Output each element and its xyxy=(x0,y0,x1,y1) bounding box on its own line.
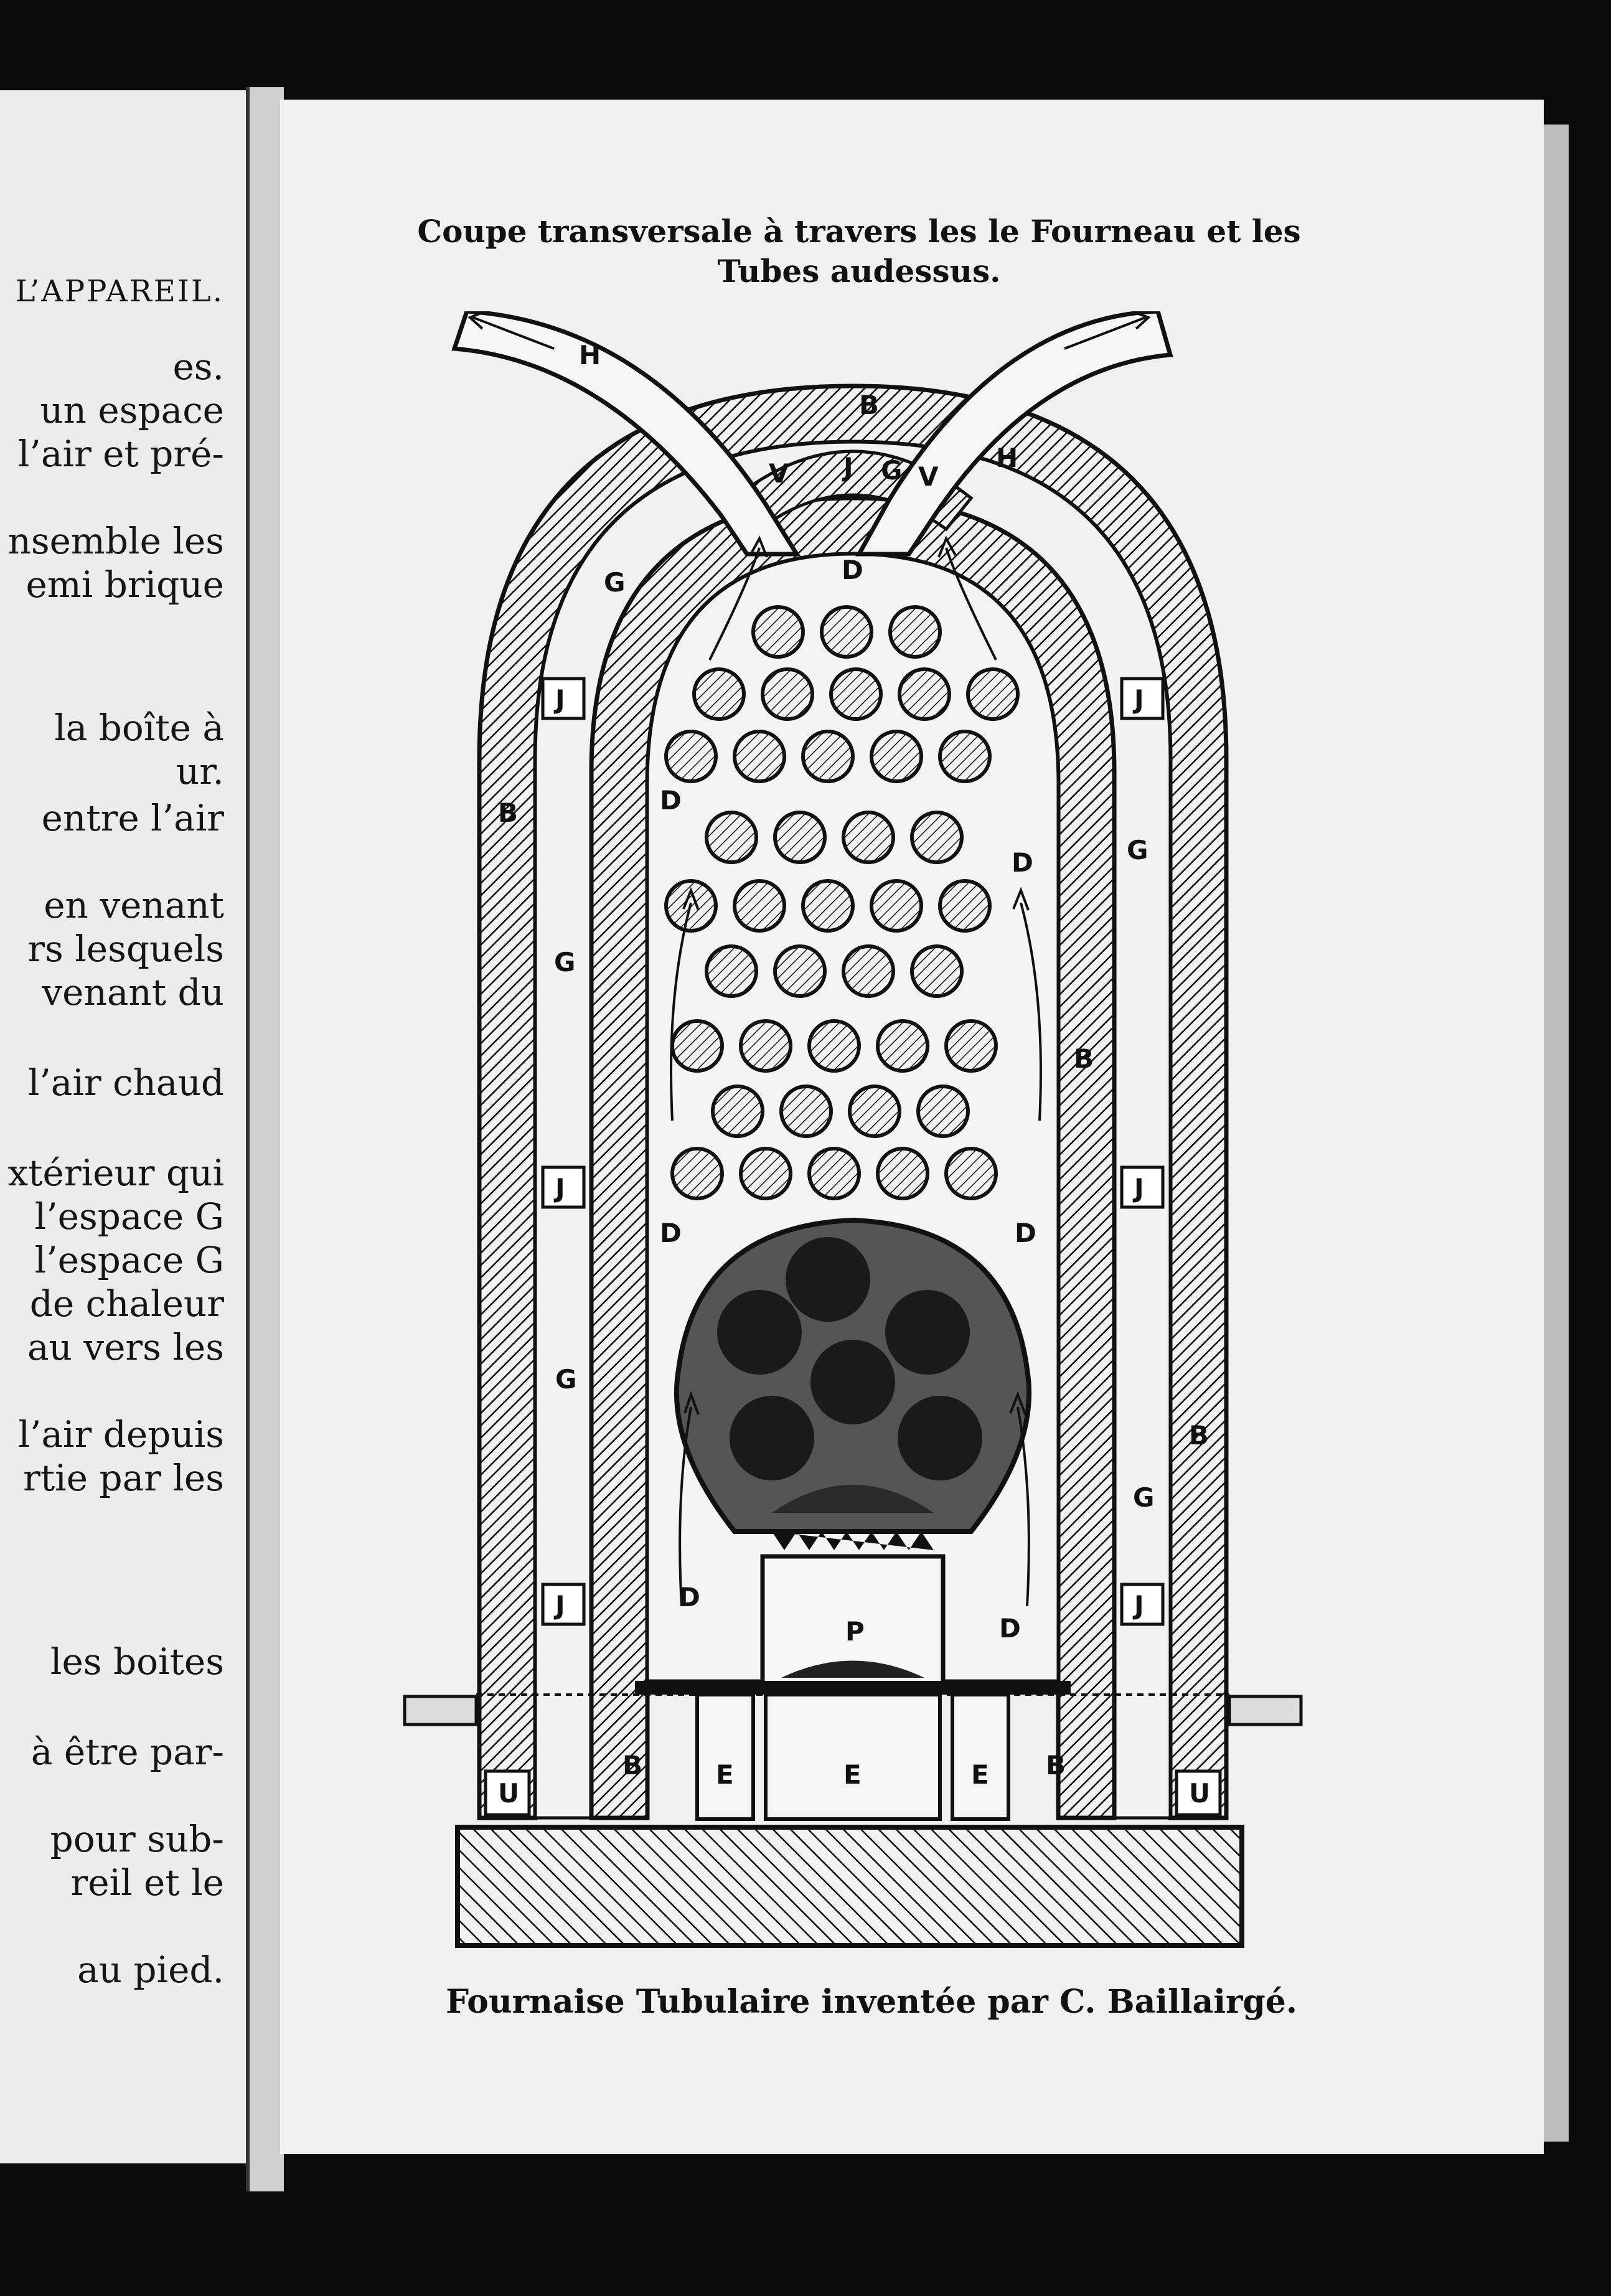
figure-caption: Fournaise Tubulaire inventée par C. Bail… xyxy=(446,1983,1297,2021)
label-j: J xyxy=(842,452,853,482)
air-inlet-e xyxy=(764,1693,942,1821)
label-b: B xyxy=(1046,1750,1066,1781)
label-b: B xyxy=(1074,1043,1094,1074)
label-j: J xyxy=(553,1590,565,1621)
label-d: D xyxy=(660,1218,682,1248)
label-d: D xyxy=(999,1613,1021,1644)
left-line: les boites xyxy=(50,1640,224,1683)
label-d: D xyxy=(1012,847,1033,878)
label-g: G xyxy=(1133,1482,1154,1513)
left-line: un espace xyxy=(40,389,224,431)
label-d: D xyxy=(679,1582,700,1612)
label-j: J xyxy=(553,1173,565,1203)
spacer-j xyxy=(541,677,586,720)
left-line: l’espace G xyxy=(34,1195,224,1238)
grate-bar xyxy=(635,1681,1071,1695)
label-d: D xyxy=(660,785,682,816)
spacer-j xyxy=(1120,1165,1165,1209)
label-j: J xyxy=(1132,1173,1144,1203)
air-inlet-e xyxy=(951,1693,1010,1821)
label-v: V xyxy=(769,458,789,489)
left-line: nsemble les xyxy=(7,520,224,562)
label-g: G xyxy=(604,567,625,598)
book-spine xyxy=(246,87,284,2191)
left-line: au vers les xyxy=(27,1326,224,1368)
label-g: G xyxy=(1127,835,1148,865)
ash-pile xyxy=(781,1660,924,1678)
left-line: l’air chaud xyxy=(27,1061,224,1104)
air-inlet-e xyxy=(695,1693,755,1821)
spacer-j xyxy=(1120,1583,1165,1626)
firebox xyxy=(674,1217,1032,1550)
label-d: D xyxy=(1015,1218,1036,1248)
left-line: xtérieur qui xyxy=(7,1152,225,1194)
label-u: U xyxy=(498,1778,519,1809)
left-line: la boîte à xyxy=(54,707,224,749)
left-page: L’APPAREIL. es. un espace l’air et pré- … xyxy=(0,90,246,2163)
left-line: reil et le xyxy=(70,1861,224,1904)
spacer-u xyxy=(484,1769,531,1817)
label-h: H xyxy=(996,443,1018,473)
label-u: U xyxy=(1189,1778,1210,1809)
left-line: en venant xyxy=(44,884,224,926)
flue-pipe-left xyxy=(451,311,801,557)
airflow-arrows xyxy=(467,311,1151,1607)
left-line: l’espace G xyxy=(34,1239,224,1281)
spacer-u xyxy=(1175,1769,1222,1817)
left-line: au pied. xyxy=(77,1949,224,1991)
label-g: G xyxy=(555,1364,576,1395)
furnace-diagram: H H V V J G B D J J J J J J G G G G G B … xyxy=(403,311,1303,1948)
label-e: E xyxy=(971,1759,989,1790)
figure-title: Coupe transversale à travers les le Four… xyxy=(417,213,1301,289)
left-line: de chaleur xyxy=(29,1282,224,1325)
label-e: E xyxy=(843,1759,862,1790)
page-edge xyxy=(1544,125,1569,2142)
left-line: pour sub- xyxy=(50,1818,224,1860)
spacer-j xyxy=(541,1165,586,1209)
left-line: L’APPAREIL. xyxy=(15,274,224,309)
label-j: J xyxy=(1132,684,1144,715)
label-p: P xyxy=(845,1616,865,1647)
heat-tubes xyxy=(664,605,1020,1200)
label-b: B xyxy=(859,390,879,420)
label-j: J xyxy=(1132,1590,1144,1621)
left-line: à être par- xyxy=(31,1731,224,1773)
label-g: G xyxy=(554,947,575,977)
label-g: G xyxy=(881,455,902,486)
flue-pipe-right xyxy=(855,311,1173,557)
spacer-j xyxy=(1120,677,1165,720)
label-d: D xyxy=(842,555,863,585)
label-v: V xyxy=(918,461,939,492)
left-line: venant du xyxy=(42,971,224,1014)
left-line: l’air depuis xyxy=(18,1413,224,1456)
left-line: l’air et pré- xyxy=(17,433,224,475)
left-line: emi brique xyxy=(26,563,224,606)
label-b: B xyxy=(1189,1420,1209,1451)
label-b: B xyxy=(498,797,518,828)
side-rod-l xyxy=(1228,1695,1303,1726)
left-line: entre l’air xyxy=(41,797,224,839)
left-line: rtie par les xyxy=(23,1457,224,1499)
label-e: E xyxy=(716,1759,734,1790)
left-line: rs lesquels xyxy=(27,928,224,970)
label-b: B xyxy=(622,1750,642,1781)
left-line: es. xyxy=(172,346,224,388)
base-plinth xyxy=(455,1825,1244,1948)
spacer-j xyxy=(541,1583,586,1626)
label-j: J xyxy=(553,684,565,715)
label-h: H xyxy=(579,340,601,370)
left-line: ur. xyxy=(176,750,224,793)
side-rod-l xyxy=(403,1695,478,1726)
